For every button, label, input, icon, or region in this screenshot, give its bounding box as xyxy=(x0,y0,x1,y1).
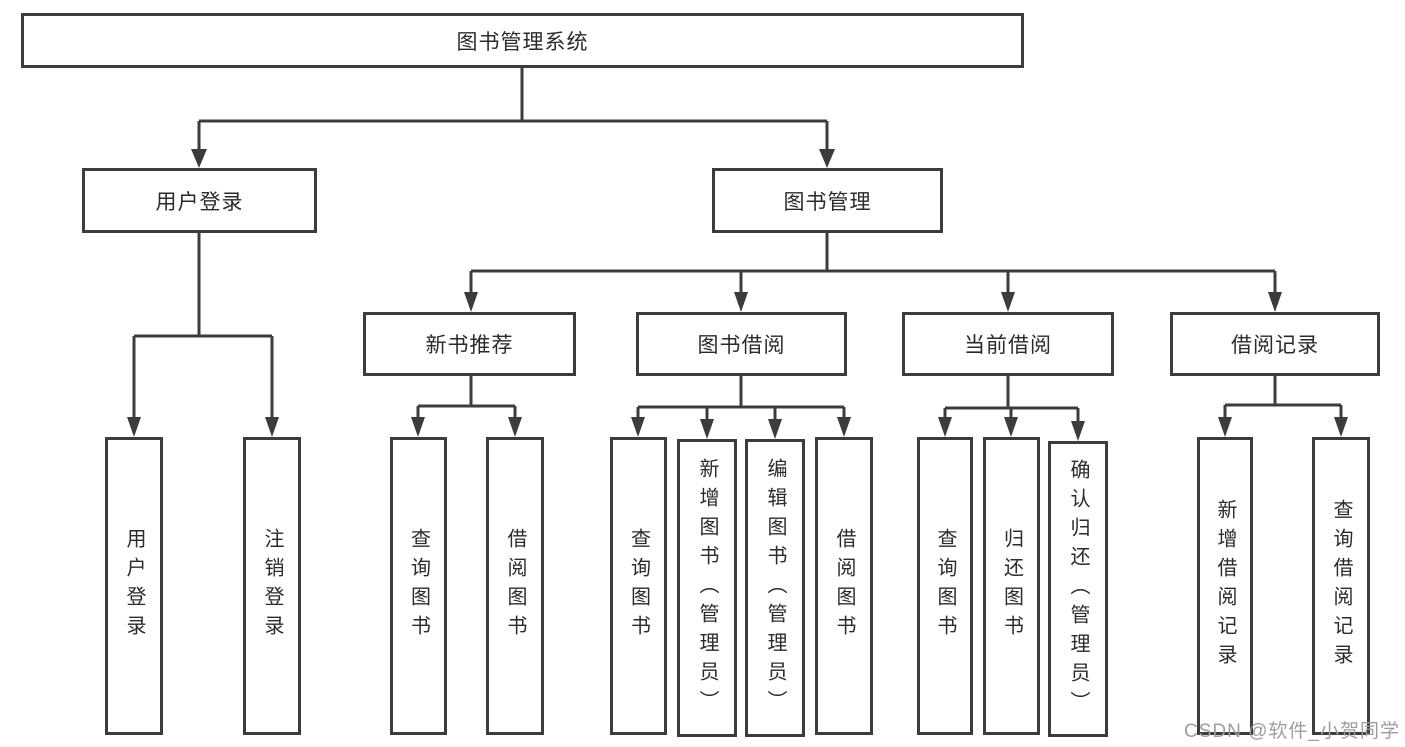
arrowhead-down-icon xyxy=(768,419,782,439)
arrowhead-down-icon xyxy=(700,419,714,439)
leaf-logout-label: 注销登录 xyxy=(261,528,283,644)
arrowhead-down-icon xyxy=(631,417,645,437)
connector-current-to-leaves xyxy=(943,376,1080,421)
node-borrowing-records-label: 借阅记录 xyxy=(1231,334,1319,357)
node-root-label: 图书管理系统 xyxy=(456,30,589,54)
leaf-edit-book-admin-label: 编辑图书（管理员） xyxy=(764,457,786,719)
leaf-confirm-return-admin-label: 确认归还（管理员） xyxy=(1067,458,1089,720)
node-book-management-label: 图书管理 xyxy=(783,190,872,214)
arrowhead-down-icon xyxy=(938,417,952,437)
arrowhead-down-icon xyxy=(837,417,851,437)
arrowhead-down-icon xyxy=(819,149,835,168)
connector-userlogin-to-leaves xyxy=(132,233,274,418)
leaf-query-books-under-current: 查询图书 xyxy=(917,437,973,735)
leaf-borrow-books-under-newbook-label: 借阅图书 xyxy=(504,528,526,644)
leaf-logout: 注销登录 xyxy=(243,437,301,735)
leaf-query-books-under-newbook: 查询图书 xyxy=(390,437,447,735)
node-book-borrowing: 图书借阅 xyxy=(636,312,847,376)
csdn-watermark: CSDN @软件_小贺同学 xyxy=(1184,721,1400,742)
leaf-query-books-under-current-label: 查询图书 xyxy=(934,528,956,644)
leaf-add-borrow-record-label: 新增借阅记录 xyxy=(1214,499,1236,673)
leaf-edit-book-admin: 编辑图书（管理员） xyxy=(745,439,805,737)
arrowhead-down-icon xyxy=(1334,417,1348,437)
connector-bookmgmt-to-level3 xyxy=(469,233,1277,293)
arrowhead-down-icon xyxy=(508,417,522,437)
leaf-query-books-under-borrowing-label: 查询图书 xyxy=(627,528,650,644)
leaf-query-books-under-newbook-label: 查询图书 xyxy=(407,528,430,644)
node-new-book-recommend-label: 新书推荐 xyxy=(425,334,514,357)
arrowhead-down-icon xyxy=(1071,421,1085,441)
node-book-borrowing-label: 图书借阅 xyxy=(697,334,786,357)
leaf-borrow-books-under-borrowing: 借阅图书 xyxy=(815,437,873,735)
leaf-confirm-return-admin: 确认归还（管理员） xyxy=(1048,441,1108,737)
leaf-query-borrow-record-label: 查询借阅记录 xyxy=(1330,499,1352,673)
node-current-borrowing: 当前借阅 xyxy=(902,312,1114,376)
arrowhead-down-icon xyxy=(1001,292,1015,312)
leaf-add-book-admin: 新增图书（管理员） xyxy=(677,439,737,737)
node-user-login: 用户登录 xyxy=(82,168,317,233)
arrowhead-down-icon xyxy=(411,417,425,437)
leaf-query-borrow-record: 查询借阅记录 xyxy=(1312,437,1370,735)
node-borrowing-records: 借阅记录 xyxy=(1170,312,1380,376)
leaf-return-books: 归还图书 xyxy=(983,437,1040,735)
leaf-user-login-label: 用户登录 xyxy=(123,528,145,644)
arrowhead-down-icon xyxy=(191,149,207,168)
leaf-query-books-under-borrowing: 查询图书 xyxy=(610,437,667,735)
connector-newbook-to-leaves xyxy=(416,376,517,418)
leaf-add-book-admin-label: 新增图书（管理员） xyxy=(696,457,718,719)
leaf-add-borrow-record: 新增借阅记录 xyxy=(1197,437,1253,735)
connector-borrowing-to-leaves xyxy=(636,376,846,420)
node-current-borrowing-label: 当前借阅 xyxy=(964,334,1052,357)
node-user-login-label: 用户登录 xyxy=(155,190,244,214)
node-new-book-recommend: 新书推荐 xyxy=(363,312,576,376)
leaf-user-login: 用户登录 xyxy=(105,437,163,735)
arrowhead-down-icon xyxy=(127,417,141,437)
arrowhead-down-icon xyxy=(734,292,748,312)
connector-records-to-leaves xyxy=(1223,376,1343,418)
arrowhead-down-icon xyxy=(265,417,279,437)
connector-root-to-level2 xyxy=(197,68,829,149)
arrowhead-down-icon xyxy=(1268,292,1282,312)
leaf-return-books-label: 归还图书 xyxy=(1000,528,1023,644)
node-root: 图书管理系统 xyxy=(21,13,1024,68)
leaf-borrow-books-under-borrowing-label: 借阅图书 xyxy=(833,528,855,644)
leaf-borrow-books-under-newbook: 借阅图书 xyxy=(486,437,544,735)
arrowhead-down-icon xyxy=(464,292,478,312)
node-book-management: 图书管理 xyxy=(712,168,943,233)
arrowhead-down-icon xyxy=(1218,417,1232,437)
arrowhead-down-icon xyxy=(1004,417,1018,437)
